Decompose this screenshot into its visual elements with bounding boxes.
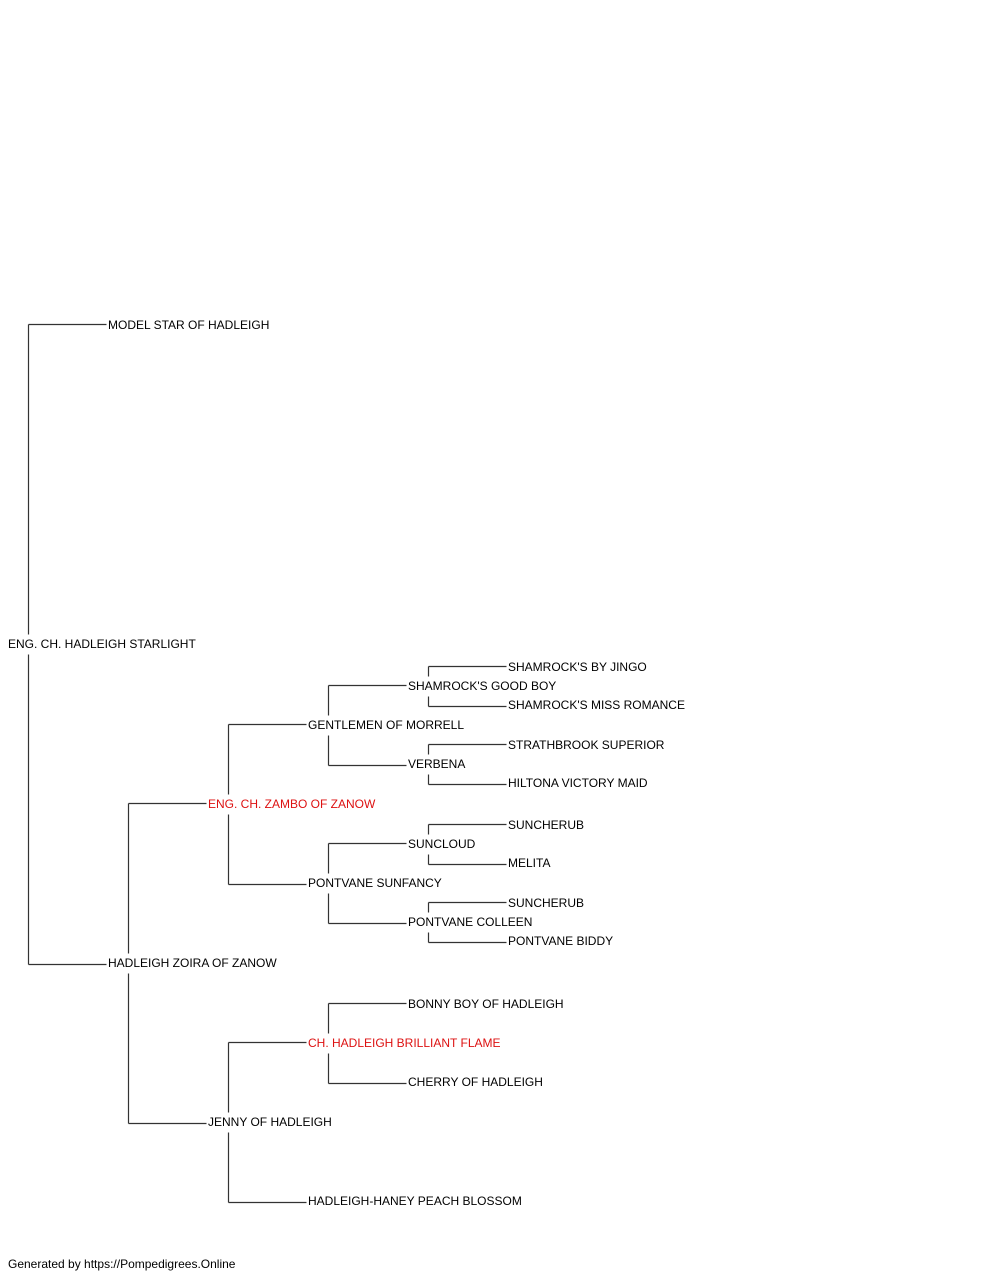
- pedigree-node-suncherub: SUNCHERUB: [508, 818, 585, 832]
- pedigree-node-bonny-boy-of-hadleigh: BONNY BOY OF HADLEIGH: [408, 997, 564, 1011]
- pedigree-node-ch-hadleigh-brilliant-flame: CH. HADLEIGH BRILLIANT FLAME: [308, 1036, 501, 1050]
- footer-credit: Generated by https://Pompedigrees.Online: [8, 1257, 236, 1271]
- pedigree-node-hadleigh-zoira-of-zanow: HADLEIGH ZOIRA OF ZANOW: [108, 956, 277, 970]
- pedigree-node-shamrock-s-good-boy: SHAMROCK'S GOOD BOY: [408, 679, 557, 693]
- pedigree-node-eng-ch-hadleigh-starlight: ENG. CH. HADLEIGH STARLIGHT: [8, 637, 196, 651]
- pedigree-node-suncloud: SUNCLOUD: [408, 837, 476, 851]
- pedigree-node-pontvane-biddy: PONTVANE BIDDY: [508, 934, 614, 948]
- pedigree-node-verbena: VERBENA: [408, 757, 466, 771]
- pedigree-node-eng-ch-zambo-of-zanow: ENG. CH. ZAMBO OF ZANOW: [208, 797, 376, 811]
- pedigree-node-hiltona-victory-maid: HILTONA VICTORY MAID: [508, 776, 648, 790]
- pedigree-node-gentlemen-of-morrell: GENTLEMEN OF MORRELL: [308, 718, 465, 732]
- pedigree-node-strathbrook-superior: STRATHBROOK SUPERIOR: [508, 738, 665, 752]
- pedigree-node-pontvane-colleen: PONTVANE COLLEEN: [408, 915, 533, 929]
- pedigree-node-model-star-of-hadleigh: MODEL STAR OF HADLEIGH: [108, 318, 270, 332]
- pedigree-node-jenny-of-hadleigh: JENNY OF HADLEIGH: [208, 1115, 332, 1129]
- pedigree-node-pontvane-sunfancy: PONTVANE SUNFANCY: [308, 876, 442, 890]
- pedigree-node-shamrock-s-miss-romance: SHAMROCK'S MISS ROMANCE: [508, 698, 685, 712]
- pedigree-node-cherry-of-hadleigh: CHERRY OF HADLEIGH: [408, 1075, 543, 1089]
- pedigree-node-hadleigh-haney-peach-blossom: HADLEIGH-HANEY PEACH BLOSSOM: [308, 1194, 522, 1208]
- pedigree-node-shamrock-s-by-jingo: SHAMROCK'S BY JINGO: [508, 660, 647, 674]
- pedigree-node-suncherub: SUNCHERUB: [508, 896, 585, 910]
- pedigree-node-melita: MELITA: [508, 856, 551, 870]
